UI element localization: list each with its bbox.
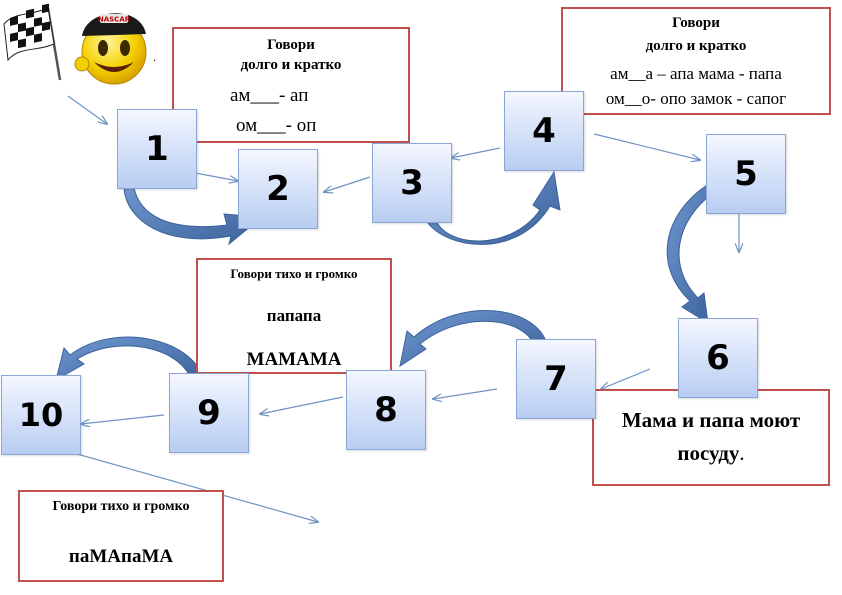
sentence-line1: Мама и папа моют	[621, 408, 801, 432]
curved-arrow-1-to-2	[123, 187, 264, 246]
step-tile-1[interactable]: 1	[117, 109, 197, 189]
thin-arrow-9-to-10	[81, 414, 165, 424]
sentence-period: .	[739, 441, 745, 465]
thin-arrow-3-to-2	[324, 176, 371, 192]
step-tile-3[interactable]: 3	[372, 143, 452, 223]
card-title-line1: Говори	[267, 37, 315, 53]
step-tile-6[interactable]: 6	[678, 318, 758, 398]
step-tile-5[interactable]: 5	[706, 134, 786, 214]
cap-logo-text: NASCAR	[98, 16, 131, 24]
curved-arrow-3-to-4	[426, 170, 561, 245]
checkered-flag-icon	[3, 3, 62, 81]
thin-arrow-start-to-1	[67, 95, 107, 124]
step-tile-9[interactable]: 9	[169, 373, 249, 453]
card-exercise-line1: паМАпаМА	[68, 546, 174, 567]
thin-arrow-10-to-end	[69, 451, 318, 522]
step-tile-4[interactable]: 4	[504, 91, 584, 171]
card-speak-long-short-2: Говори долго и кратко ам__а – апа мама -…	[561, 7, 831, 115]
card-exercise-line1: ам___- ап	[230, 85, 309, 106]
card-title-line1: Говори	[672, 15, 720, 31]
thin-arrow-4-to-3	[451, 147, 501, 158]
card-title: Говори тихо и громко	[230, 266, 358, 281]
thin-arrow-7-to-8	[433, 388, 498, 399]
step-tile-10[interactable]: 10	[1, 375, 81, 455]
thin-arrow-8-to-9	[260, 396, 344, 414]
thin-arrow-1-to-2	[189, 171, 238, 181]
card-sentence: Мама и папа моют посуду.	[592, 389, 830, 486]
smiley-racer-icon: NASCAR	[74, 13, 147, 85]
card-exercise-line1: ам__а – апа мама - папа	[610, 64, 782, 83]
thin-arrow-6-to-7	[601, 368, 651, 389]
card-title: Говори тихо и громко	[52, 499, 190, 514]
card-speak-quiet-loud-1: Говори тихо и громко папапа МАМАМА	[196, 258, 392, 374]
thin-arrow-4-to-5	[593, 133, 700, 160]
card-title-line2: долго и кратко	[240, 57, 342, 73]
step-tile-2[interactable]: 2	[238, 149, 318, 229]
decorative-dot: .	[153, 53, 157, 64]
sentence-line2: посуду	[677, 441, 740, 465]
step-tile-8[interactable]: 8	[346, 370, 426, 450]
curved-arrow-7-to-8	[399, 310, 549, 368]
card-exercise-line2: МАМАМА	[246, 349, 342, 370]
card-speak-quiet-loud-2: Говори тихо и громко паМАпаМА	[18, 490, 224, 582]
card-exercise-line1: папапа	[266, 306, 322, 325]
card-exercise-line2: ом__о- опо замок - сапог	[605, 89, 787, 108]
card-title-line2: долго и кратко	[645, 38, 747, 54]
step-tile-7[interactable]: 7	[516, 339, 596, 419]
card-exercise-line2: ом___- оп	[236, 115, 317, 136]
card-speak-long-short-1: Говори долго и кратко ам___- ап ом___- о…	[172, 27, 410, 143]
